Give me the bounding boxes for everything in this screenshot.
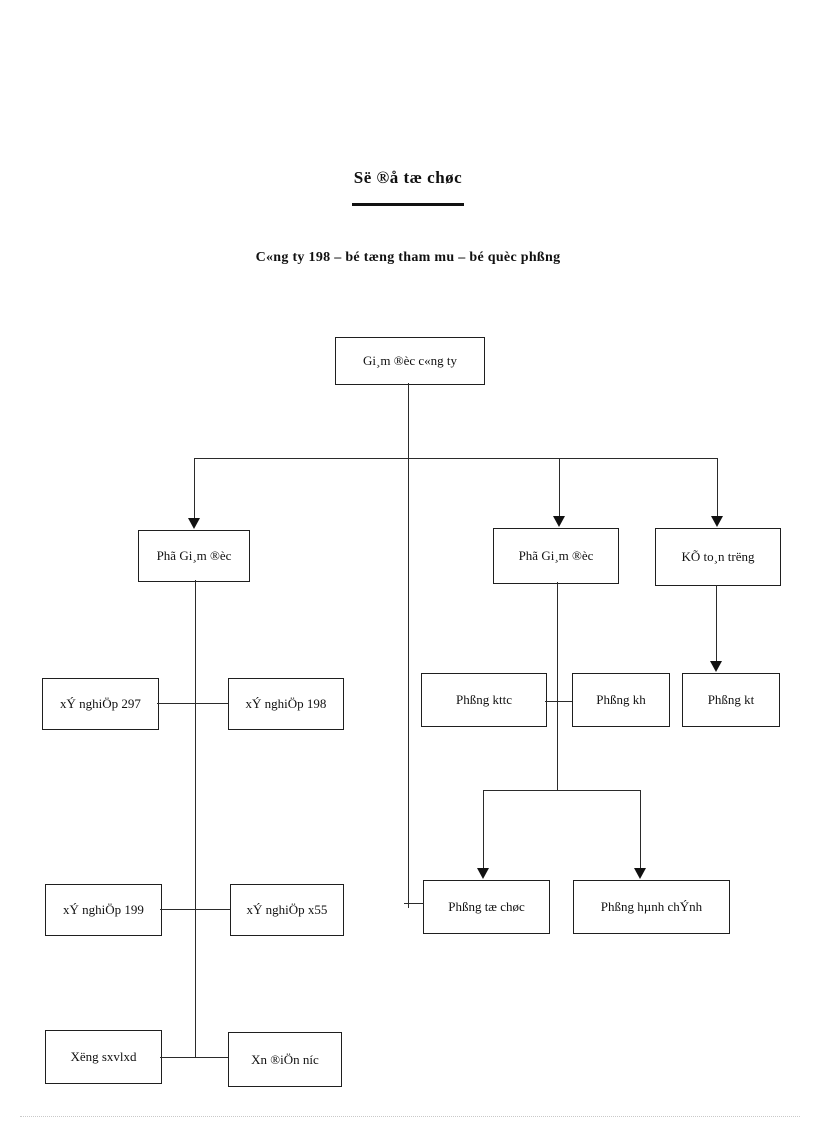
node-director: Gi¸m ®èc c«ng ty bbox=[335, 337, 485, 385]
page-subtitle: C«ng ty 198 – bé tæng tham mu – bé quèc … bbox=[255, 250, 561, 265]
node-enterprise-198: xÝ nghiÖp 198 bbox=[228, 678, 344, 730]
connector-deputy-right-spine bbox=[557, 582, 558, 790]
page-bottom-dotted-rule bbox=[20, 1116, 800, 1117]
connector-director-stem bbox=[408, 383, 409, 908]
node-deputy-director-right: Phã Gi¸m ®èc bbox=[493, 528, 619, 584]
title-underline bbox=[352, 203, 464, 206]
node-chief-accountant: KÕ to¸n trëng bbox=[655, 528, 781, 586]
connector-tier3-rail bbox=[483, 790, 641, 791]
arrowhead-to-chuc bbox=[477, 868, 489, 879]
connector-director-to-to-chuc-elbow bbox=[404, 903, 424, 904]
node-workshop-sxvlxd: Xëng sxvlxd bbox=[45, 1030, 162, 1084]
page-title: Së ®å tæ chøc bbox=[353, 168, 463, 187]
connector-297-198 bbox=[157, 703, 228, 704]
node-dept-kttc: Phßng kttc bbox=[421, 673, 547, 727]
node-dept-kh: Phßng kh bbox=[572, 673, 670, 727]
connector-tier1-rail bbox=[194, 458, 718, 459]
node-dept-hanh-chinh: Phßng hµnh chÝnh bbox=[573, 880, 730, 934]
arrowhead-deputy-left bbox=[188, 518, 200, 529]
arrowhead-chief-accountant bbox=[711, 516, 723, 527]
node-deputy-director-left: Phã Gi¸m ®èc bbox=[138, 530, 250, 582]
node-enterprise-dien-nuoc: Xn ®iÖn níc bbox=[228, 1032, 342, 1087]
connector-199-x55 bbox=[160, 909, 230, 910]
connector-deputy-left-spine bbox=[195, 580, 196, 1057]
node-enterprise-199: xÝ nghiÖp 199 bbox=[45, 884, 162, 936]
connector-drop-kt bbox=[716, 585, 717, 661]
connector-sxvlxd-dien-nuoc bbox=[160, 1057, 228, 1058]
connector-drop-chief-accountant bbox=[717, 458, 718, 516]
connector-kttc-kh bbox=[545, 701, 572, 702]
node-enterprise-x55: xÝ nghiÖp x55 bbox=[230, 884, 344, 936]
arrowhead-hanh-chinh bbox=[634, 868, 646, 879]
connector-drop-deputy-left bbox=[194, 458, 195, 518]
node-dept-to-chuc: Phßng tæ chøc bbox=[423, 880, 550, 934]
node-dept-kt: Phßng kt bbox=[682, 673, 780, 727]
connector-drop-to-chuc bbox=[483, 790, 484, 868]
arrowhead-deputy-right bbox=[553, 516, 565, 527]
node-enterprise-297: xÝ nghiÖp 297 bbox=[42, 678, 159, 730]
connector-drop-deputy-right bbox=[559, 458, 560, 516]
connector-drop-hanh-chinh bbox=[640, 790, 641, 868]
arrowhead-kt bbox=[710, 661, 722, 672]
